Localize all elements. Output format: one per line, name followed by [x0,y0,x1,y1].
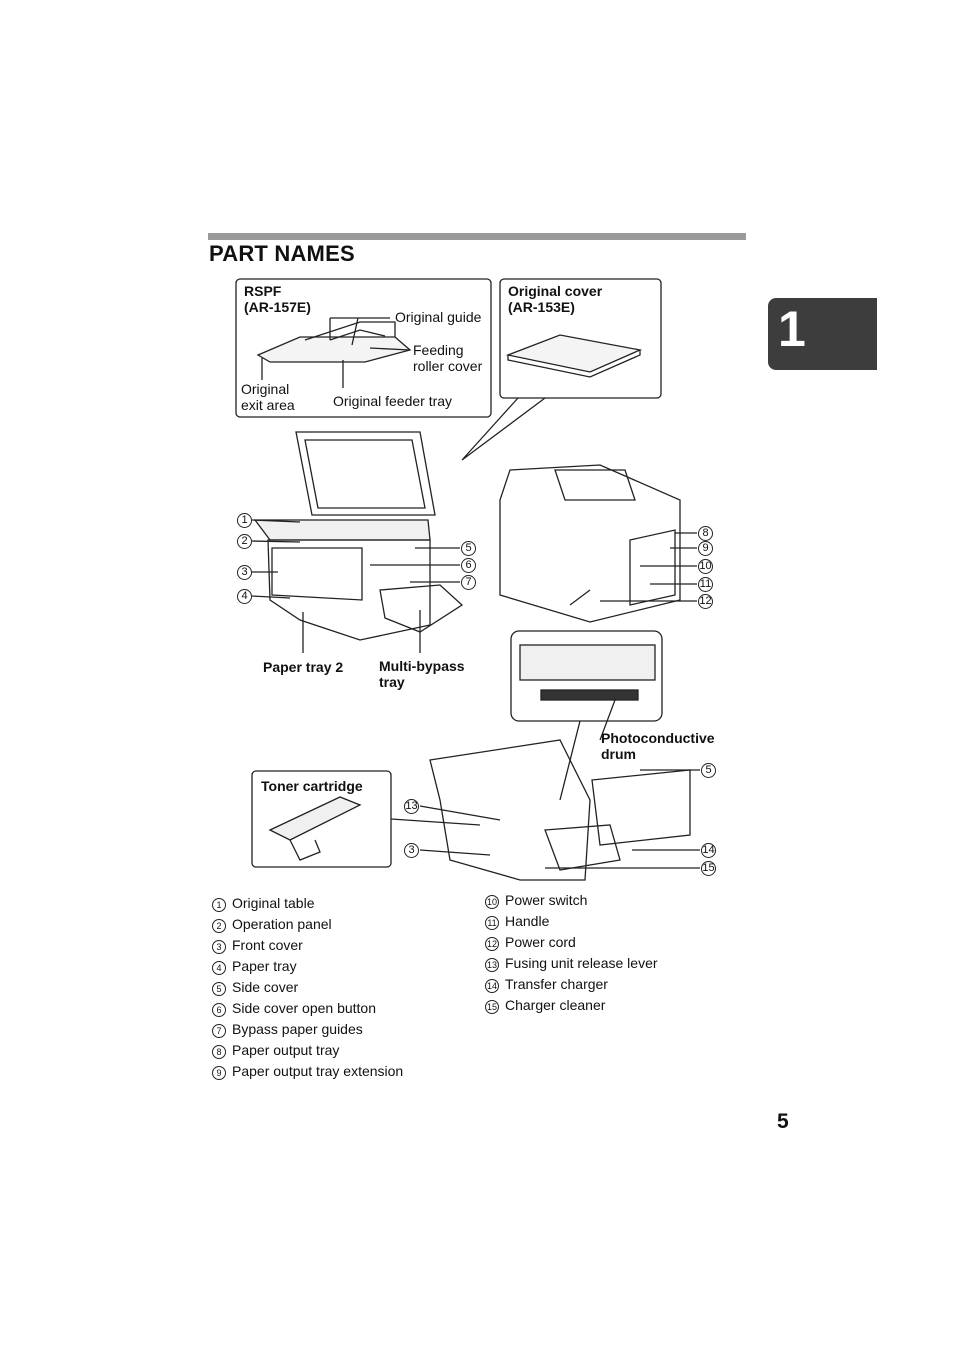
original-exit-area-label: Original exit area [241,381,295,413]
figure-callout-number: 10 [698,559,713,574]
legend-right: 10 Power switch 11 Handle 12 Power cord 13 F… [485,890,745,1016]
legend-item: 10 Power switch [485,890,745,911]
legend-number: 1 [212,898,226,912]
original-cover-label: Original cover (AR-153E) [508,283,603,315]
legend-item: 4 Paper tray [212,956,472,977]
legend-number: 14 [485,979,499,993]
legend-number: 15 [485,1000,499,1014]
legend-item: 6 Side cover open button [212,998,472,1019]
figure-callout-number: 1 [237,513,252,528]
figure-callout-number: 5 [701,763,716,778]
legend-label: Front cover [232,937,303,953]
photoconductive-drum-label: Photoconductive drum [601,730,715,762]
figure-callout-number: 5 [461,541,476,556]
legend-item: 12 Power cord [485,932,745,953]
figure-callout-number: 7 [461,575,476,590]
figure-callout-number: 9 [698,541,713,556]
figure-callout-number: 12 [698,594,713,609]
legend-label: Side cover [232,979,299,995]
copier-parts-illustration [235,278,700,881]
figure-callout-number: 8 [698,526,713,541]
legend-number: 13 [485,958,499,972]
figure-callout-number: 4 [237,589,252,604]
legend-item: 2 Operation panel [212,914,472,935]
main-copier-lid [295,431,436,516]
legend-number: 8 [212,1045,226,1059]
page-title: PART NAMES [209,241,355,266]
paper-tray-2-label: Paper tray 2 [263,659,344,675]
heading-rule [208,233,746,240]
legend-left: 1 Original table 2 Operation panel 3 Front … [212,893,472,1082]
legend-item: 13 Fusing unit release lever [485,953,745,974]
legend-label: Power cord [505,934,576,950]
rspf-callout-box [235,278,492,418]
legend-item: 14 Transfer charger [485,974,745,995]
legend-number: 12 [485,937,499,951]
figure-callout-number: 13 [404,799,419,814]
side-cover-open [591,769,691,846]
legend-label: Operation panel [232,916,332,932]
toner-drawing [268,796,362,841]
legend-number: 6 [212,1003,226,1017]
legend-number: 7 [212,1024,226,1038]
legend-item: 15 Charger cleaner [485,995,745,1016]
rear-copier-body [499,464,681,623]
legend-item: 8 Paper output tray [212,1040,472,1061]
drum-inset-box [510,630,663,722]
toner-cartridge-label: Toner cartridge [261,778,363,794]
figure-callout-number: 2 [237,534,252,549]
legend-number: 9 [212,1066,226,1080]
legend-item: 7 Bypass paper guides [212,1019,472,1040]
figure-callout-number: 3 [237,565,252,580]
legend-label: Original table [232,895,315,911]
legend-item: 11 Handle [485,911,745,932]
legend-item: 9 Paper output tray extension [212,1061,472,1082]
rspf-label: RSPF (AR-157E) [244,283,311,315]
legend-label: Paper output tray extension [232,1063,404,1079]
open-copier-body [429,739,591,881]
legend-label: Fusing unit release lever [505,955,658,971]
legend-label: Power switch [505,892,588,908]
page-number: 5 [777,1110,789,1133]
figure-callout-number: 3 [404,843,419,858]
original-cover-callout-box [499,278,662,399]
legend-number: 5 [212,982,226,996]
main-copier-body [267,539,431,641]
legend-number: 4 [212,961,226,975]
legend-label: Transfer charger [505,976,608,992]
figure-callout-number: 15 [701,861,716,876]
figure-callout-number: 14 [701,843,716,858]
legend-item: 1 Original table [212,893,472,914]
legend-item: 3 Front cover [212,935,472,956]
legend-label: Handle [505,913,550,929]
legend-label: Charger cleaner [505,997,606,1013]
feeding-roller-cover-label: Feeding roller cover [413,342,483,374]
chapter-number: 1 [778,301,806,357]
figure-callout-number: 11 [698,577,713,592]
legend-label: Bypass paper guides [232,1021,363,1037]
legend-number: 3 [212,940,226,954]
legend-number: 2 [212,919,226,933]
chapter-tab: 1 [768,298,877,370]
figure-callout-number: 6 [461,558,476,573]
legend-label: Paper tray [232,958,297,974]
legend-label: Paper output tray [232,1042,340,1058]
original-guide-label: Original guide [395,309,482,325]
legend-number: 11 [485,916,499,930]
multi-bypass-tray-label: Multi-bypass tray [379,658,465,690]
legend-number: 10 [485,895,499,909]
legend-label: Side cover open button [232,1000,376,1016]
original-cover-drawing [505,334,643,373]
original-feeder-tray-label: Original feeder tray [333,393,453,409]
legend-item: 5 Side cover [212,977,472,998]
bypass-tray [379,584,464,633]
